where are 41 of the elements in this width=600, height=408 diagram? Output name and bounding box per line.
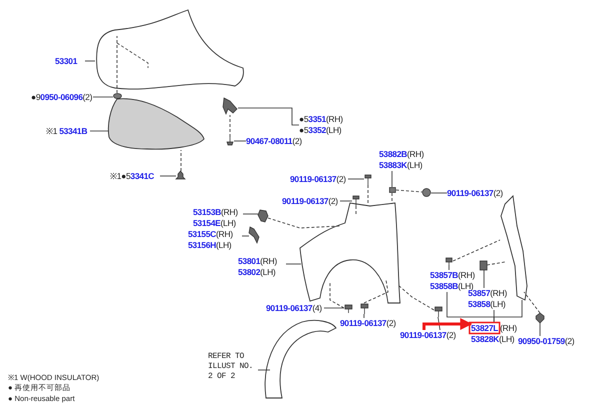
assembly-line [486,262,506,266]
part-number: 53882B(RH) 53883K(LH) [379,149,423,171]
part-number: 53153B(RH) 53154E(LH) [193,207,243,229]
assembly-line [398,284,434,310]
leader-line [494,300,522,324]
leader-line [438,316,440,330]
arrow [422,318,472,330]
part-number: ※1●53341C [110,171,160,182]
leader-line [84,60,96,62]
part-number: 90119-06137(2) [340,318,402,329]
leader-line [234,140,246,142]
part-number: 90950-01759(2) [518,336,580,347]
leader-line [92,96,114,98]
assembly-line [452,240,500,262]
assembly-line [524,292,540,314]
leader-line [448,264,450,270]
assembly-line [180,150,182,172]
part-number: 90119-06137(4) [266,303,324,314]
note-text: REFER TO ILLUST NO. 2 OF 2 [208,352,258,385]
assembly-line [396,190,422,192]
part-number: ※1 53341B [46,126,90,137]
leader-line [238,108,300,126]
part-number: ●53351(RH) ●53352(LH) [299,114,345,136]
part-number: 90119-06137(2) [400,330,460,341]
part-number: 53155C(RH) 53156H(LH) [188,229,242,251]
assembly-line [116,36,118,94]
leader-line [340,200,352,202]
part-number: ●90950-06096(2) [31,92,93,103]
leader-line [348,178,364,180]
part-number: 53827L(RH) 53828K(LH) [471,323,517,345]
assembly-line [268,218,340,228]
leader-line [90,130,108,132]
assembly-line [330,282,344,308]
part-number: 90119-06137(2) [290,174,348,185]
leader-line [430,192,448,194]
part-number: 90467-08011(2) [246,136,304,147]
assembly-line [364,280,388,304]
part-number: 53301 [55,56,85,67]
part-number: 90119-06137(2) [282,196,340,207]
part-number: 90119-06137(2) [447,188,505,199]
part-number: 53801(RH) 53802(LH) [238,256,286,278]
